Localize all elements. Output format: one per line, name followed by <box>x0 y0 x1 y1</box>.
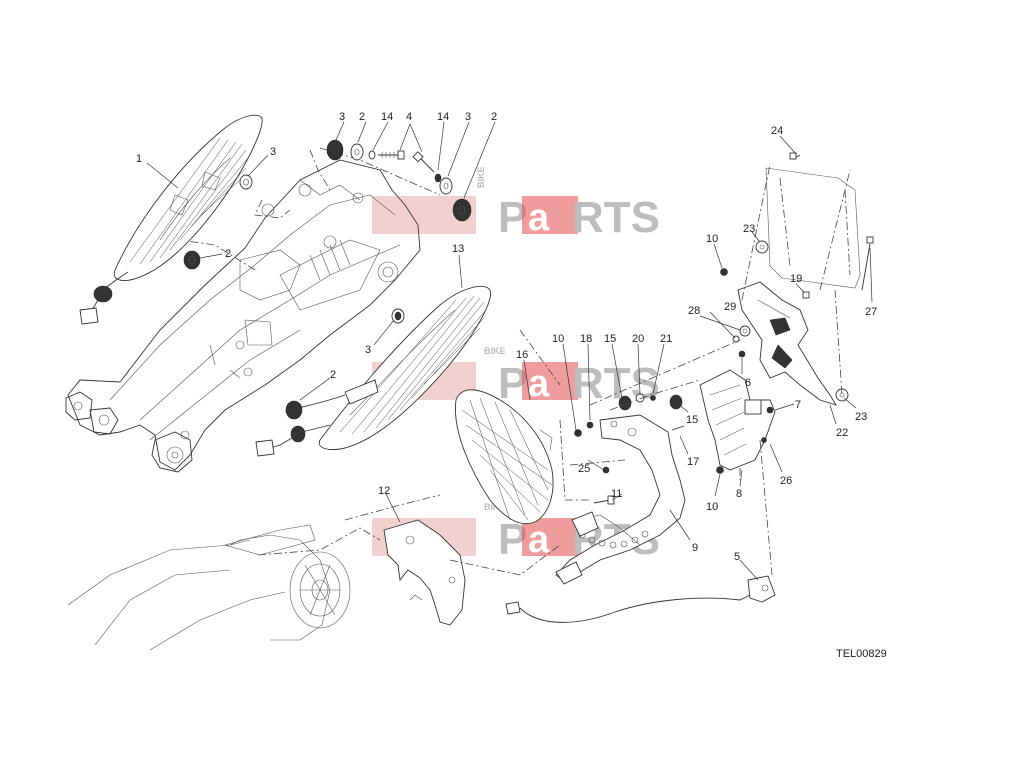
swingarm-context <box>67 494 561 651</box>
callout-labels: 1 2 3 14 4 14 3 2 3 2 13 3 2 24 10 23 19… <box>136 111 877 563</box>
callout-7: 7 <box>795 399 801 411</box>
callout-24: 24 <box>771 125 783 137</box>
callout-17: 17 <box>687 456 699 468</box>
reflector-bracket <box>383 519 466 626</box>
callout-2: 3 <box>339 111 345 123</box>
callout-25: 25 <box>578 463 590 475</box>
callout-13: 13 <box>452 243 464 255</box>
washer-right <box>391 308 405 324</box>
grommet-top-left <box>326 139 405 161</box>
rear-reflector <box>454 389 554 525</box>
svg-text:a: a <box>528 197 550 239</box>
wiring-harness <box>505 575 776 623</box>
license-plate-bracket <box>699 350 776 474</box>
callout-1: 1 <box>136 153 142 165</box>
svg-text:a: a <box>528 363 550 405</box>
callout-20: 20 <box>632 333 644 345</box>
left-rear-light <box>79 114 263 325</box>
callout-22: 22 <box>836 427 848 439</box>
watermark-vertical-text: BIKE <box>484 502 506 512</box>
callout-3: 3 <box>465 111 471 123</box>
watermark-vertical-text: BIKE <box>484 346 506 356</box>
callout-leaders <box>146 121 873 581</box>
callout-2: 2 <box>225 248 231 260</box>
callout-2: 2 <box>491 111 497 123</box>
callout-12: 12 <box>378 485 390 497</box>
callout-10: 10 <box>706 233 718 245</box>
callout-21: 21 <box>660 333 672 345</box>
callout-4: 4 <box>406 111 412 123</box>
callout-15: 15 <box>686 414 698 426</box>
callout-6: 6 <box>745 377 751 389</box>
grommet-top-right <box>412 151 472 222</box>
callout-15: 15 <box>604 333 616 345</box>
callout-23: 23 <box>855 411 867 423</box>
callout-3: 3 <box>365 344 371 356</box>
drawing-reference-code: TEL00829 <box>836 648 887 660</box>
callout-23: 23 <box>743 223 755 235</box>
washers-plate <box>720 240 849 402</box>
plate-holder-arm <box>555 414 686 585</box>
callout-14: 14 <box>437 111 449 123</box>
callout-9: 9 <box>692 542 698 554</box>
grommet-left <box>183 250 201 270</box>
callout-2: 2 <box>330 369 336 381</box>
rear-subframe <box>65 147 441 473</box>
callout-3: 2 <box>359 111 365 123</box>
callout-5: 5 <box>734 551 740 563</box>
washer-left <box>239 174 253 190</box>
fastener-set-centre <box>574 393 685 505</box>
callout-29: 29 <box>724 301 736 313</box>
callout-10: 10 <box>552 333 564 345</box>
callout-19: 19 <box>790 273 802 285</box>
callout-16: 16 <box>516 349 528 361</box>
plate-holder-panel <box>737 281 837 406</box>
license-plate <box>765 152 874 291</box>
callout-18: 18 <box>580 333 592 345</box>
svg-text:a: a <box>528 519 550 561</box>
callout-14: 14 <box>381 111 393 123</box>
callout-27: 27 <box>865 306 877 318</box>
callout-3: 3 <box>270 146 276 158</box>
watermark-top: BIKE P a RTS <box>372 166 660 242</box>
callout-8: 8 <box>736 488 742 500</box>
watermark-text: RTS <box>572 193 660 242</box>
watermark-vertical-text: BIKE <box>476 166 486 188</box>
reference-lines <box>519 164 851 576</box>
callout-28: 28 <box>688 305 700 317</box>
right-rear-light <box>255 285 491 457</box>
callout-26: 26 <box>780 475 792 487</box>
callout-11: 11 <box>611 488 622 500</box>
callout-10: 10 <box>706 501 718 513</box>
